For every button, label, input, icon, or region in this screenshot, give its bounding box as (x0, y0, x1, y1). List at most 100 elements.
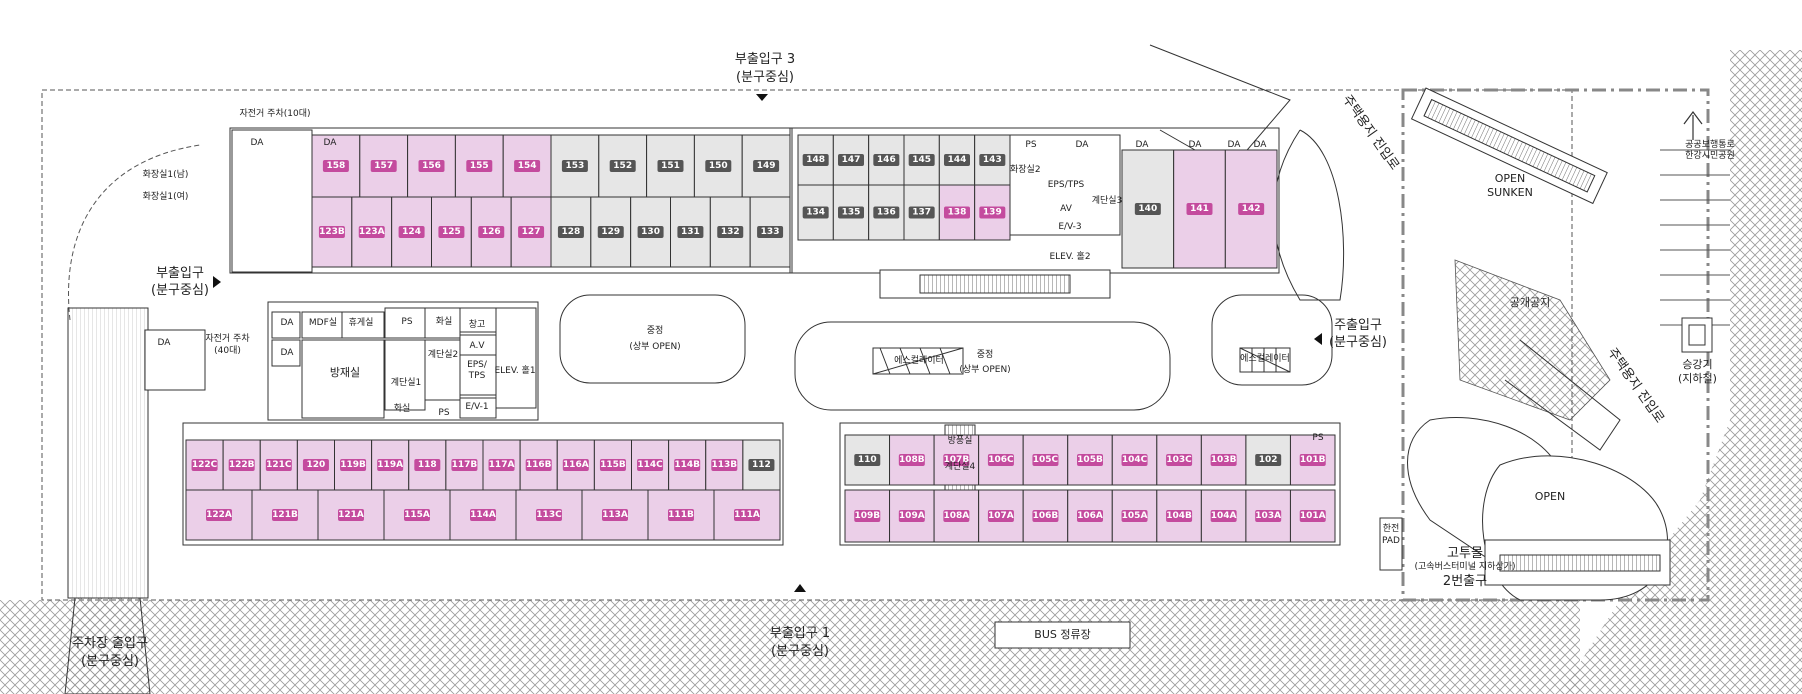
br-b-unit-109A: 109A (899, 511, 925, 521)
room-ps3: PS (1025, 140, 1037, 150)
br-a-unit-104C: 104C (1122, 455, 1148, 465)
bl-a-unit-117A: 117A (489, 460, 515, 470)
tr-a-badge-146 (873, 154, 900, 166)
tl-a-cell-150 (693, 134, 743, 198)
core-elev1 (495, 307, 537, 409)
br-b-badge-109B (854, 510, 881, 522)
br-a-cell-108B (889, 434, 935, 486)
lane-lines (1660, 149, 1730, 326)
room-ps1: PS (401, 317, 413, 327)
bl-b-unit-115A: 115A (404, 510, 430, 520)
open-sunken-label: OPEN (1494, 172, 1526, 185)
tr-a-badge-145 (908, 154, 935, 166)
tl-a-badge-158 (322, 160, 349, 172)
tr-b-unit-136: 136 (877, 208, 896, 218)
br-a-unit-110: 110 (858, 455, 877, 465)
tl-b-badge-133 (757, 226, 784, 238)
tr-b-unit-137: 137 (912, 208, 931, 218)
bl-a-unit-116B: 116B (526, 460, 552, 470)
bl-a-badge-116B (525, 459, 552, 471)
entrance-marker-bottom (794, 584, 806, 592)
tl-b-unit-133: 133 (761, 227, 780, 237)
tl-b-unit-130: 130 (641, 227, 660, 237)
room-stair3: 계단실3 (1091, 196, 1123, 206)
transformer-label: 한전 (1382, 524, 1400, 534)
tr-e-unit-140: 140 (1138, 204, 1157, 214)
bl-a-unit-122C: 122C (192, 460, 218, 470)
bl-a-unit-114C: 114C (637, 460, 663, 470)
br-a-unit-102: 102 (1259, 455, 1278, 465)
room-da5: DA (1135, 140, 1149, 150)
br-a-badge-101B (1299, 454, 1326, 466)
br-b-badge-107A (987, 510, 1014, 522)
bl-a-badge-119B (340, 459, 367, 471)
tl-b-unit-132: 132 (721, 227, 740, 237)
tl-a-unit-152: 152 (613, 161, 632, 171)
tl-b-badge-128 (557, 226, 584, 238)
plaza-hatch (1454, 259, 1611, 421)
tl-b-unit-131: 131 (681, 227, 700, 237)
bl-b-badge-121A (338, 509, 364, 521)
bl-a-unit-114B: 114B (674, 460, 700, 470)
br-a-badge-103C (1166, 454, 1193, 466)
room-da8: DA (1253, 140, 1267, 150)
bl-a-badge-117A (488, 459, 515, 471)
br-a-badge-105C (1032, 454, 1059, 466)
br-a-unit-103C: 103C (1166, 455, 1192, 465)
room-av1: A.V (469, 341, 485, 351)
core-rest (341, 311, 385, 339)
escalator-a (872, 347, 964, 375)
entrance-marker-top (756, 94, 768, 101)
bl-b-unit-122A: 122A (206, 510, 232, 520)
tr-a-unit-147: 147 (842, 155, 861, 165)
br-a-badge-108B (898, 454, 925, 466)
bl-a-unit-116A: 116A (563, 460, 589, 470)
tl-b-badge-129 (597, 226, 624, 238)
bl-a-badge-117B (451, 459, 478, 471)
bl-a-unit-119B: 119B (340, 460, 366, 470)
room-da6: DA (1188, 140, 1202, 150)
core-fire (301, 339, 385, 419)
park-path-label: 공공보행통로 (1685, 140, 1735, 150)
da-block (144, 329, 206, 391)
housing-road-bottom (1504, 339, 1621, 451)
parking-entrance-sublabel: (분구중심) (81, 654, 139, 669)
bus-stop-label: BUS 정류장 (1034, 628, 1091, 641)
room-da2: DA (280, 348, 294, 358)
br-a-badge-104C (1121, 454, 1148, 466)
bl-b-unit-111B: 111B (668, 510, 694, 520)
tr-a-badge-148 (802, 154, 829, 166)
entrance-main-sublabel: (분구중심) (1329, 335, 1387, 350)
room-da9: DA (250, 138, 264, 148)
entrance-sub1-sublabel: (분구중심) (771, 644, 829, 659)
tr-a-badge-143 (979, 154, 1006, 166)
br-b-badge-109A (898, 510, 925, 522)
tl-b-badge-125 (438, 226, 465, 238)
br-b-badge-106B (1032, 510, 1059, 522)
atrium-1 (559, 294, 746, 384)
br-b-unit-101A: 101A (1300, 511, 1326, 521)
bl-b-badge-113A (602, 509, 628, 521)
room-fire: 방재실 (329, 366, 361, 379)
room-mdf: MDF실 (308, 318, 338, 328)
tr-a-badge-147 (838, 154, 864, 166)
tr-b-badge-136 (873, 206, 900, 219)
br-b-badge-101A (1299, 510, 1326, 522)
br-b-unit-108A: 108A (943, 511, 969, 521)
room-da3: DA (157, 338, 171, 348)
tl-b-unit-127: 127 (522, 227, 541, 237)
bl-a-badge-118 (414, 459, 441, 471)
room-stair4: 계단실4 (944, 462, 976, 472)
room-wc: 화실 (435, 317, 453, 327)
tr-e-cell-142 (1224, 149, 1278, 269)
bl-b-unit-113C: 113C (536, 510, 562, 520)
br-b-unit-104A: 104A (1211, 511, 1237, 521)
entrance-sub3-label: 부출입구 3 (734, 52, 796, 67)
room-stair2: 계단실2 (427, 350, 459, 360)
entrance-marker-main (1314, 333, 1322, 345)
open-sunken-sublabel: SUNKEN (1487, 186, 1533, 199)
tr-a-unit-148: 148 (806, 155, 825, 165)
bl-a-unit-113B: 113B (711, 460, 737, 470)
br-a-badge-107B (943, 454, 970, 466)
